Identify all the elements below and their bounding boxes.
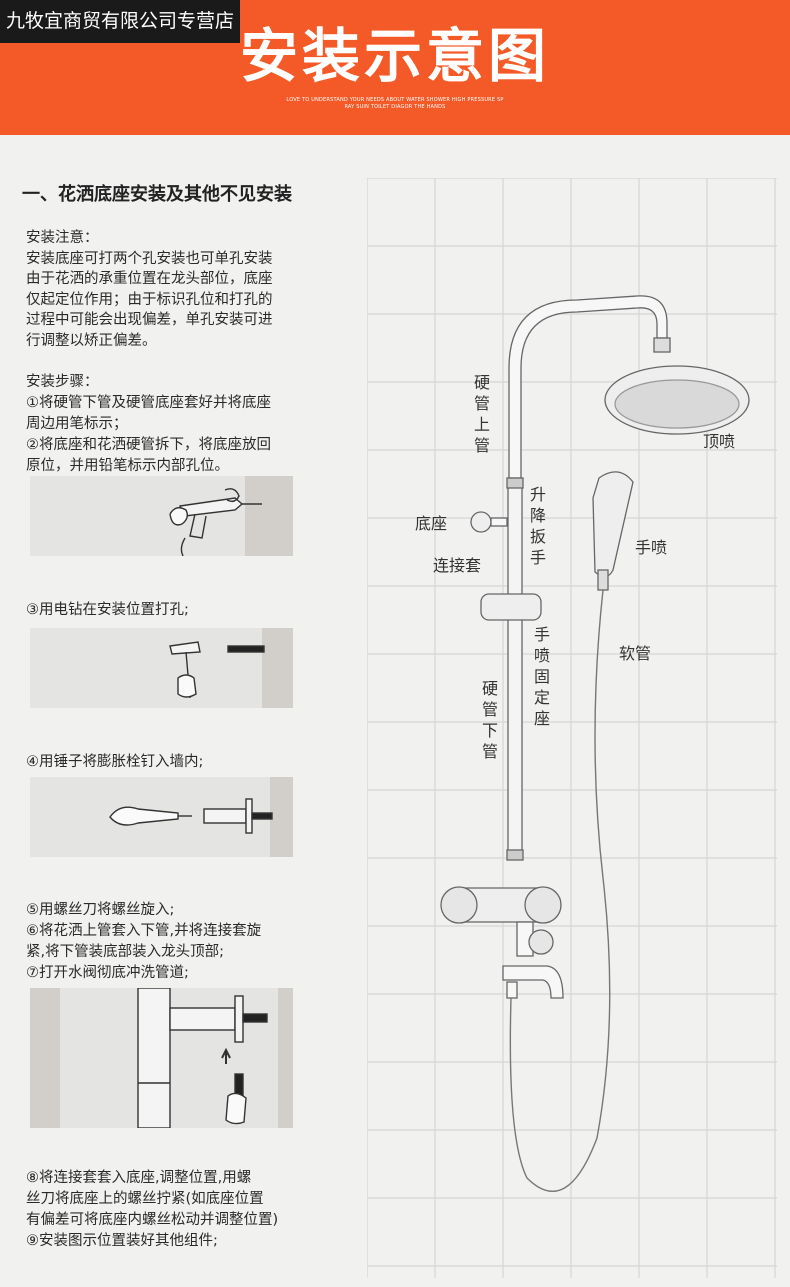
step-3: ③用电钻在安装位置打孔; [26,602,189,618]
subtitle-line-2: RAY SUIN TOILET DIAGOR THE HANDS [344,104,446,110]
step-4: ④用锤子将膨胀栓钉入墙内; [26,754,204,770]
page-subtitle: LOVE TO UNDERSTAND YOUR NEEDS ABOUT WATE… [0,97,790,111]
note-line: 仅起定位作用；由于标识孔位和打孔的 [26,291,273,308]
step-line: 丝刀将底座上的螺丝拧紧(如底座位置 [26,1191,264,1207]
label-base: 底座 [415,514,448,533]
screwdriver-illustration [30,988,293,1128]
note-line: 安装底座可打两个孔安装也可单孔安装 [26,250,273,267]
label-lift-wrench: 升降扳手 [529,485,546,567]
shower-diagram: 硬管上管 顶喷 底座 升降扳手 连接套 手喷 软管 手喷固定座 硬管下管 [366,177,777,1278]
step-line: 有偏差可将底座内螺丝松动并调整位置) [26,1212,279,1228]
label-top-spray: 顶喷 [703,432,736,451]
label-lower-pipe: 硬管下管 [481,679,498,761]
screwdriver-drawing [30,988,293,1128]
label-upper-pipe: 硬管上管 [473,373,490,455]
label-hand-holder: 手喷固定座 [533,625,550,728]
step-line: 紧,将下管装底部装入龙头顶部; [26,944,224,960]
steps-block-1: 安装步骤： ①将硬管下管及硬管底座套好并将底座 周边用笔标示； ②将底座和花洒硬… [26,372,271,477]
anchor-drawing [109,777,293,857]
steps-block-8-9: ⑧将连接套套入底座,调整位置,用螺 丝刀将底座上的螺丝拧紧(如底座位置 有偏差可… [26,1168,278,1252]
label-connector: 连接套 [433,556,482,575]
step-line: ①将硬管下管及硬管底座套好并将底座 [26,395,271,411]
step-line: ⑤用螺丝刀将螺丝旋入; [26,902,175,918]
label-hand-spray: 手喷 [635,538,668,557]
steps-block-5-7: ⑤用螺丝刀将螺丝旋入; ⑥将花洒上管套入下管,并将连接套旋 紧,将下管装底部装入… [26,900,261,984]
hammer-drawing [169,628,293,708]
note-line: 安装注意： [26,230,99,246]
page-title: 安装示意图 [239,22,550,90]
step-line: 周边用笔标示； [26,416,128,432]
label-hose: 软管 [619,644,652,663]
anchor-illustration [30,777,293,857]
shop-name[interactable]: 九牧宜商贸有限公司专营店 [0,0,241,43]
hammer-illustration [30,628,293,708]
install-notes: 安装注意： 安装底座可打两个孔安装也可单孔安装 由于花洒的承重位置在龙头部位，底… [26,228,273,351]
step-line: ⑦打开水阀彻底冲洗管道; [26,965,189,981]
drill-illustration [30,476,293,556]
step-line: ⑥将花洒上管套入下管,并将连接套旋 [26,923,262,939]
step-line: 原位，并用铅笔标示内部孔位。 [26,458,229,474]
note-line: 由于花洒的承重位置在龙头部位，底座 [26,271,273,287]
steps-header: 安装步骤： [26,374,99,390]
subtitle-line-1: LOVE TO UNDERSTAND YOUR NEEDS ABOUT WATE… [286,97,504,103]
step-line: ⑨安装图示位置装好其他组件; [26,1233,218,1249]
section-title: 一、花洒底座安装及其他不见安装 [22,184,292,205]
step-line: ②将底座和花洒硬管拆下，将底座放回 [26,437,271,453]
header-banner: 九牧宜商贸有限公司专营店 安装示意图 LOVE TO UNDERSTAND YO… [0,0,790,135]
note-line: 过程中可能会出现偏差，单孔安装可进 [26,312,273,328]
step-line: ⑧将连接套套入底座,调整位置,用螺 [26,1170,252,1186]
drill-drawing [169,476,293,556]
shower-drawing [366,177,777,1278]
note-line: 行调整以矫正偏差。 [26,332,157,349]
